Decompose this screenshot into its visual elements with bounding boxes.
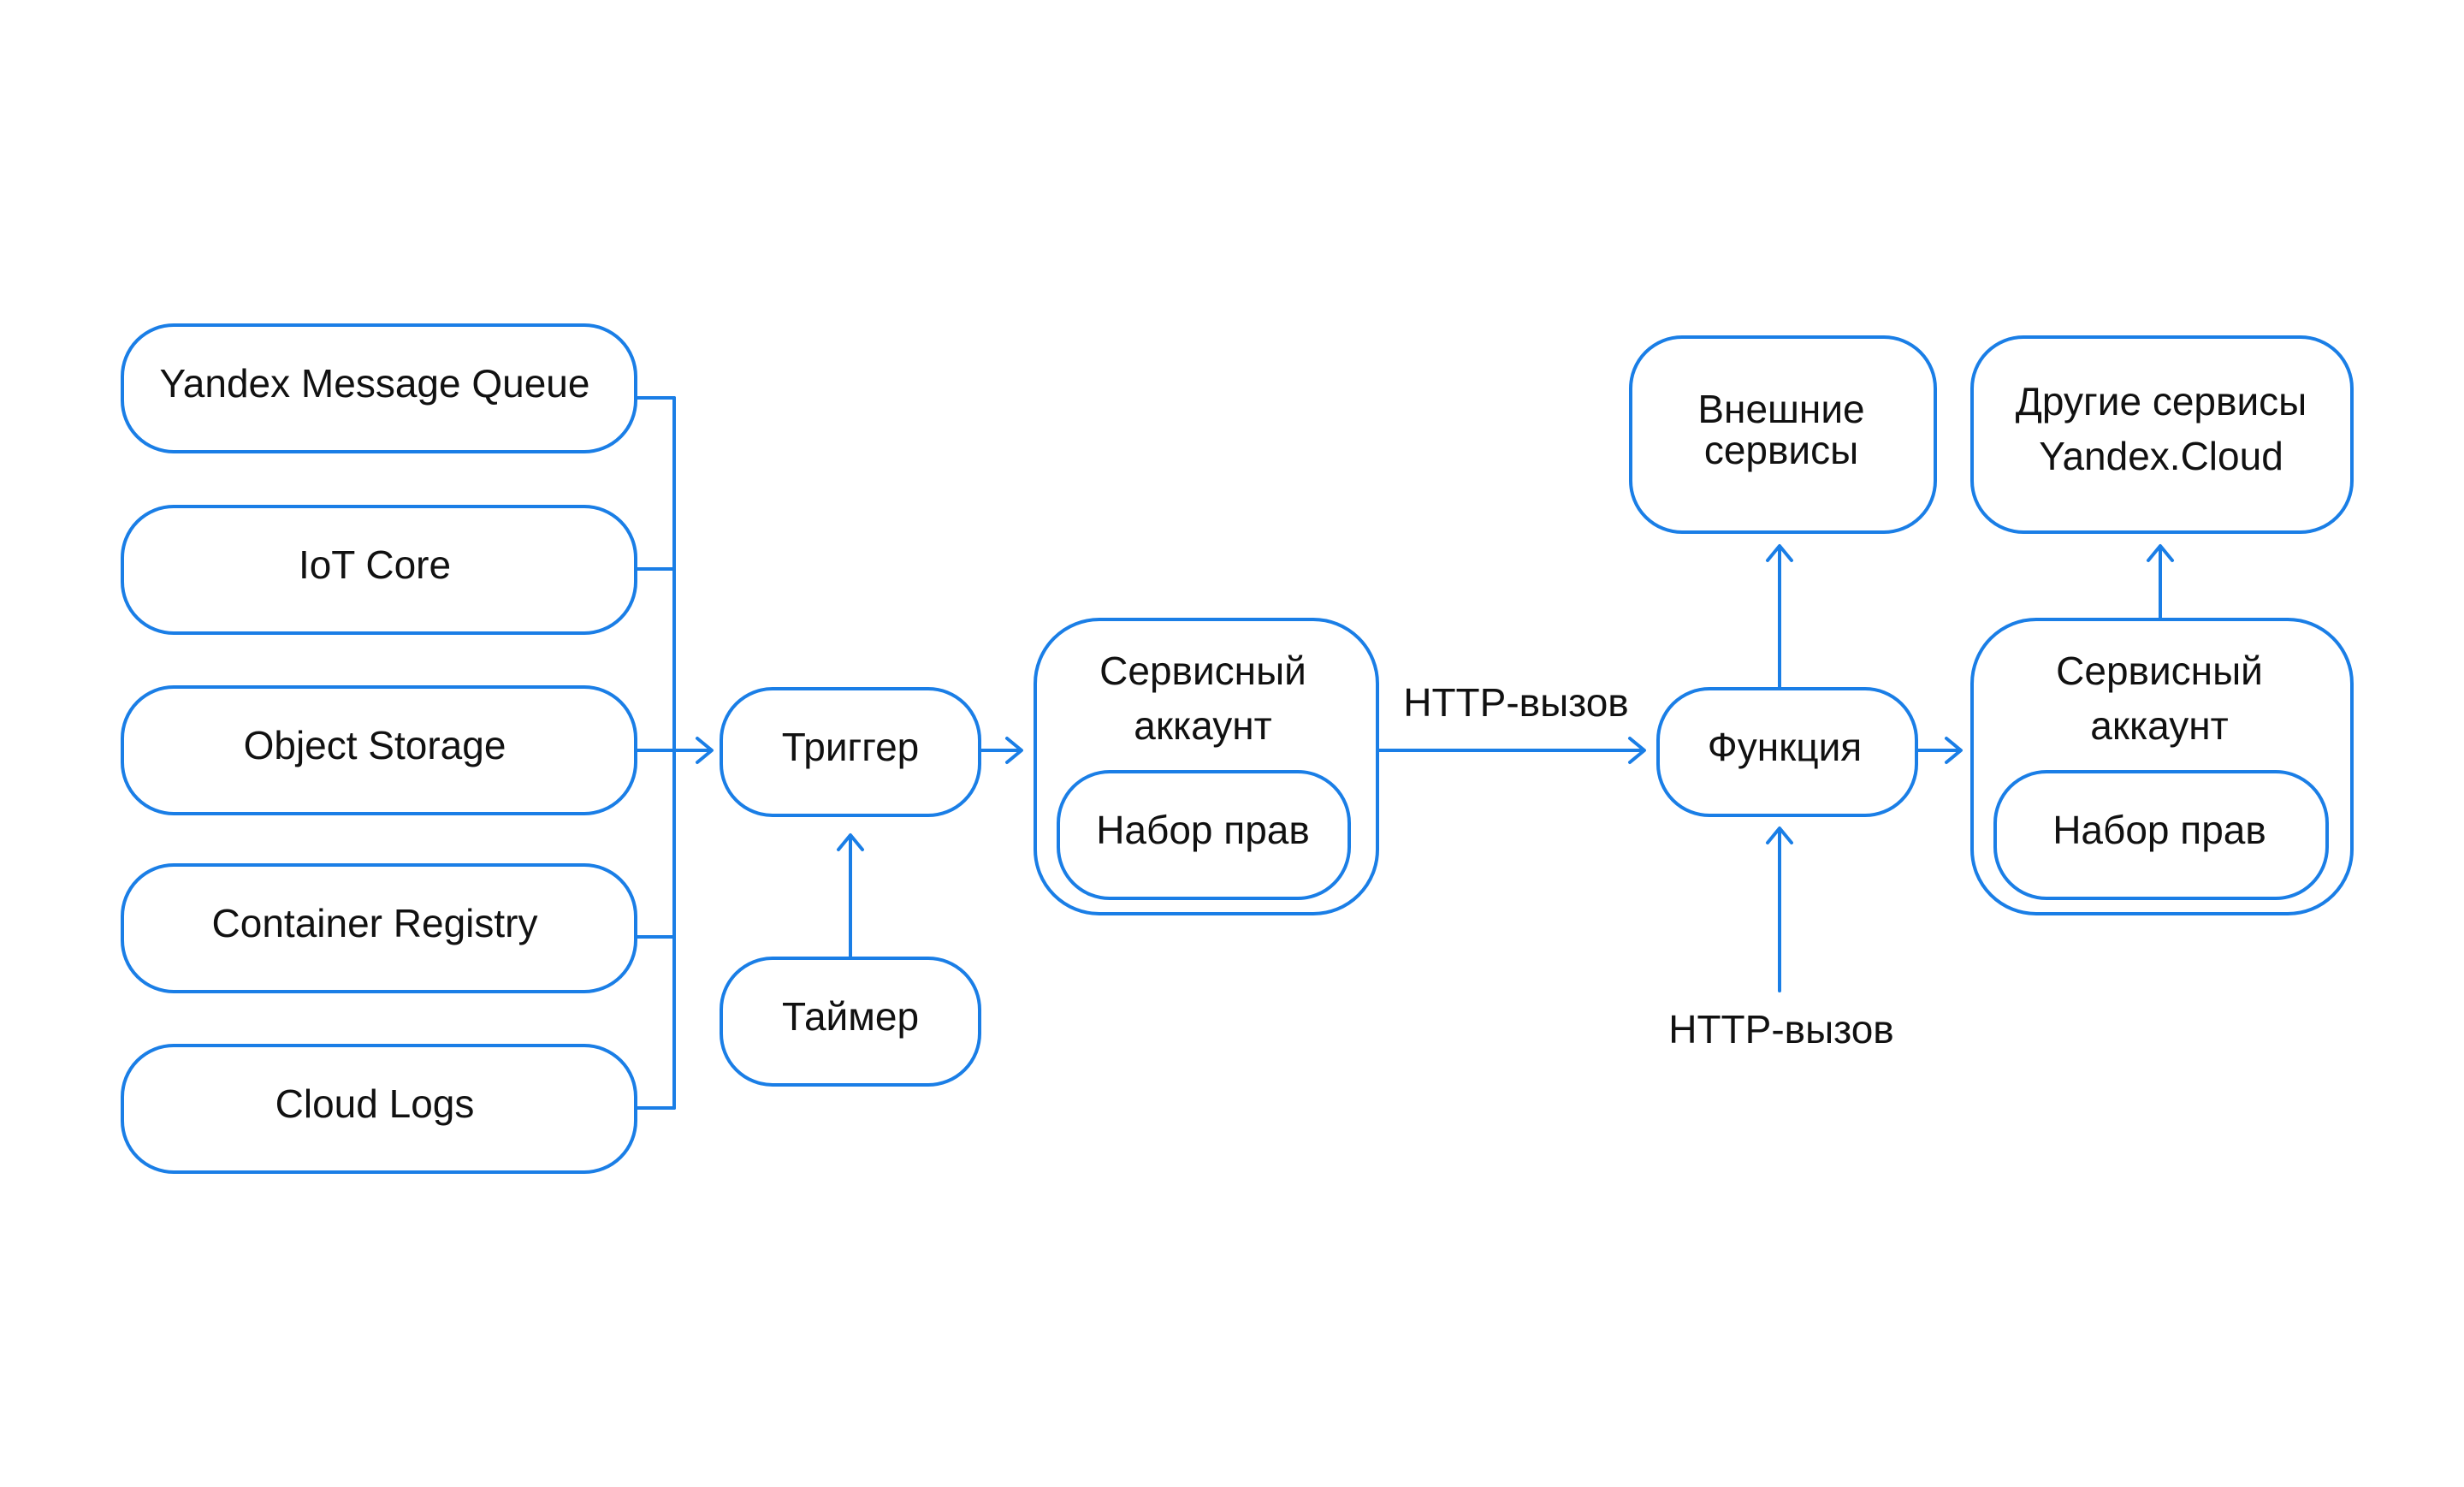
- source-object-storage-label: Object Storage: [244, 723, 506, 767]
- service-account-right-line1: Сервисный: [2056, 649, 2263, 693]
- trigger-label: Триггер: [782, 725, 920, 769]
- service-account-right: Сервисный аккаунт Набор прав: [1970, 618, 2354, 915]
- source-ymq: Yandex Message Queue: [121, 323, 637, 453]
- connectors: [634, 396, 2174, 1110]
- external-services-node: Внешние сервисы: [1629, 335, 1937, 534]
- timer-node: Таймер: [720, 957, 981, 1087]
- arrow-head-function-to-account: [1945, 737, 1963, 764]
- service-account-left-line2: аккаунт: [1134, 703, 1271, 748]
- function-node: Функция: [1656, 687, 1918, 817]
- http-call-top-label: HTTP-вызов: [1403, 680, 1629, 725]
- external-services-line2: сервисы: [1704, 428, 1858, 472]
- source-cloud-logs-label: Cloud Logs: [275, 1081, 475, 1126]
- arrow-head-sources-to-trigger: [696, 737, 714, 764]
- source-iot-core: IoT Core: [121, 505, 637, 635]
- arrow-head-trigger-to-account: [1005, 737, 1023, 764]
- source-container-registry: Container Registry: [121, 863, 637, 993]
- other-services-line2: Yandex.Cloud: [2039, 434, 2283, 478]
- service-account-left: Сервисный аккаунт Набор прав: [1034, 618, 1379, 915]
- permissions-right-box: [1993, 770, 2329, 900]
- source-cloud-logs: Cloud Logs: [121, 1044, 637, 1174]
- arrow-head-timer-to-trigger: [837, 833, 864, 851]
- function-label: Функция: [1708, 725, 1862, 769]
- service-account-right-line2: аккаунт: [2090, 703, 2228, 748]
- arrow-head-account-to-function: [1628, 737, 1646, 764]
- source-container-registry-label: Container Registry: [212, 901, 538, 945]
- permissions-left-box: [1057, 770, 1351, 900]
- permissions-left-label: Набор прав: [1096, 808, 1310, 852]
- other-services-node: Другие сервисы Yandex.Cloud: [1970, 335, 2354, 534]
- other-services-line1: Другие сервисы: [2016, 379, 2307, 424]
- service-account-left-line1: Сервисный: [1099, 649, 1306, 693]
- source-ymq-label: Yandex Message Queue: [160, 361, 590, 406]
- arrow-head-account-to-other-services: [2147, 544, 2174, 562]
- permissions-right-label: Набор прав: [2052, 808, 2266, 852]
- timer-label: Таймер: [782, 994, 919, 1039]
- http-call-bottom-label: HTTP-вызов: [1668, 1007, 1894, 1052]
- external-services-line1: Внешние: [1697, 387, 1864, 431]
- source-iot-core-label: IoT Core: [299, 542, 451, 587]
- arrow-head-http-to-function: [1766, 826, 1793, 844]
- trigger-node: Триггер: [720, 687, 981, 817]
- arrow-head-function-to-external: [1766, 544, 1793, 562]
- source-object-storage: Object Storage: [121, 685, 637, 815]
